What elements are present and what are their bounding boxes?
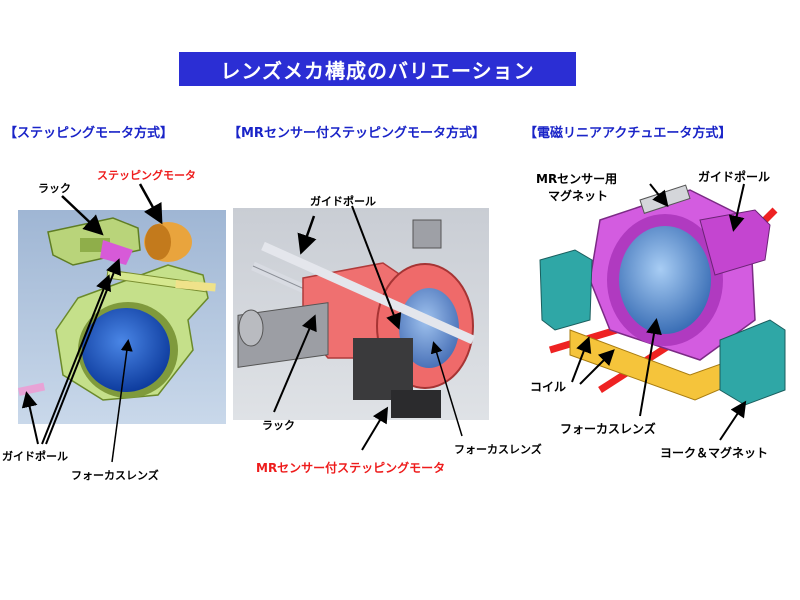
section-heading-mr-stepping-motor: 【MRセンサー付ステッピングモータ方式】 [228, 126, 485, 141]
label-guide-pole-3: ガイドポール [698, 170, 771, 184]
label-rack: ラック [38, 182, 71, 195]
section-heading-linear-actuator: 【電磁リニアアクチュエータ方式】 [524, 126, 732, 141]
label-coil: コイル [530, 380, 567, 394]
linear-actuator-illustration [530, 180, 800, 420]
label-stepping-motor: ステッピングモータ [97, 169, 196, 182]
label-focus-lens-2: フォーカスレンズ [454, 443, 542, 456]
label-rack-2: ラック [262, 419, 295, 432]
label-mr-magnet-line1: MRセンサー用 [536, 172, 618, 186]
label-mr-stepping-motor: MRセンサー付ステッピングモータ [256, 461, 446, 475]
label-focus-lens: フォーカスレンズ [71, 469, 159, 482]
page-title: レンズメカ構成のバリエーション [179, 52, 576, 86]
label-guide-pole-2: ガイドポール [310, 195, 376, 208]
label-mr-magnet-line2: マグネット [548, 189, 609, 203]
label-guide-pole: ガイドポール [2, 450, 68, 463]
mr-stepping-motor-illustration [233, 208, 489, 420]
section-heading-stepping-motor: 【ステッピングモータ方式】 [4, 126, 174, 141]
stepping-motor-illustration [18, 210, 226, 424]
label-yoke-magnet: ヨーク＆マグネット [660, 446, 769, 460]
label-focus-lens-3: フォーカスレンズ [560, 422, 656, 436]
